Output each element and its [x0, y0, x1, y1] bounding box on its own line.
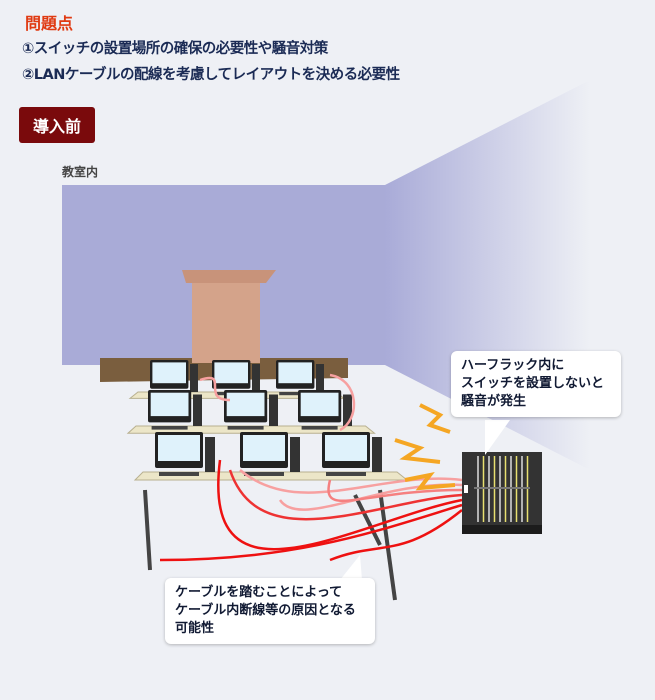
- monitor-screen: [152, 362, 186, 384]
- problem-item-2: ②LANケーブルの配線を考慮してレイアウトを決める必要性: [22, 67, 400, 83]
- monitor-screen: [300, 392, 339, 417]
- lan-cable: [239, 469, 463, 494]
- switch-noise-callout: ハーフラック内に スイッチを設置しないと 騒音が発生: [451, 351, 621, 417]
- pc-tower: [290, 437, 300, 472]
- monitor-screen: [325, 435, 367, 461]
- problem-item-1: ①スイッチの設置場所の確保の必要性や騒音対策: [22, 41, 328, 57]
- pc-tower: [193, 394, 202, 426]
- pc-tower: [205, 437, 215, 472]
- lan-cable: [159, 503, 463, 562]
- callout-pointer: [340, 555, 362, 580]
- keyboard: [159, 472, 199, 476]
- lan-cable: [199, 376, 231, 402]
- room-label: 教室内: [62, 165, 99, 179]
- pc-tower: [252, 364, 260, 392]
- monitor-screen: [243, 435, 285, 461]
- pc-tower: [190, 364, 198, 392]
- lan-cable: [329, 373, 356, 432]
- desk-leg: [353, 494, 382, 546]
- pc-tower: [316, 364, 324, 392]
- keyboard: [151, 426, 188, 430]
- lan-cable: [327, 479, 463, 502]
- monitor-screen: [226, 392, 265, 417]
- keyboard: [301, 426, 338, 430]
- monitor-screen: [278, 362, 312, 384]
- noise-icon: [394, 403, 456, 491]
- lan-cable: [329, 509, 463, 562]
- monitor-screen: [214, 362, 248, 384]
- problem-heading: 問題点: [25, 14, 74, 33]
- keyboard: [244, 472, 284, 476]
- cable-damage-callout: ケーブルを踏むことによって ケーブル内断線等の原因となる 可能性: [165, 578, 375, 644]
- network-switch: [462, 452, 542, 534]
- keyboard: [227, 426, 264, 430]
- before-badge: 導入前: [19, 107, 95, 143]
- monitor-screen: [150, 392, 189, 417]
- keyboard: [279, 392, 312, 396]
- podium-top: [182, 270, 276, 283]
- lan-cable: [217, 459, 463, 551]
- desk-leg: [143, 489, 152, 571]
- keyboard: [326, 472, 366, 476]
- pc-tower: [343, 394, 352, 426]
- lan-cable: [228, 469, 463, 521]
- pc-tower: [372, 437, 382, 472]
- callout-pointer: [485, 420, 510, 455]
- pc-tower: [269, 394, 278, 426]
- podium: [192, 283, 260, 363]
- monitor-screen: [158, 435, 200, 461]
